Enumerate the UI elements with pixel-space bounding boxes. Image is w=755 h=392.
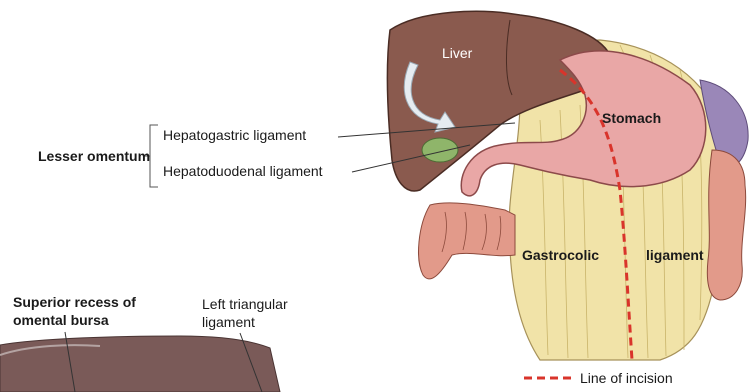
- gastrocolic-label-right: ligament: [646, 247, 704, 263]
- gastrocolic-label-left: Gastrocolic: [522, 247, 599, 263]
- duodenum-loops: [419, 203, 515, 279]
- descending-colon: [707, 150, 745, 300]
- stomach-label: Stomach: [602, 110, 661, 126]
- left-triangular-label-line2: ligament: [202, 314, 255, 331]
- hepatoduodenal-label: Hepatoduodenal ligament: [163, 163, 323, 180]
- liver-label: Liver: [442, 45, 472, 61]
- left-triangular-label-line1: Left triangular: [202, 296, 288, 313]
- lower-liver-partial: [0, 336, 280, 392]
- lesser-omentum-label: Lesser omentum: [38, 148, 150, 165]
- hepatogastric-label: Hepatogastric ligament: [163, 127, 306, 144]
- superior-recess-label-line1: Superior recess of: [13, 294, 136, 311]
- superior-recess-label-line2: omental bursa: [13, 312, 109, 329]
- gallbladder: [422, 138, 458, 162]
- legend-incision-label: Line of incision: [580, 370, 673, 387]
